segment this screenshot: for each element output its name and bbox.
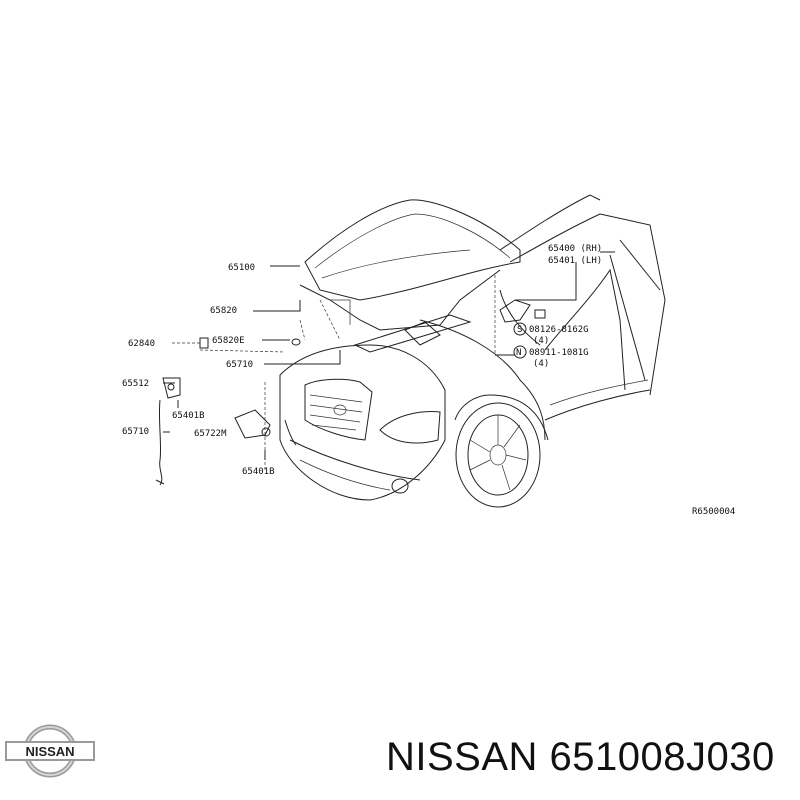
label-nut-qty: (4) bbox=[533, 359, 549, 369]
label-65820e: 65820E bbox=[212, 336, 245, 346]
car-body-drawing bbox=[279, 194, 666, 508]
label-08126: 08126-8162G bbox=[529, 325, 589, 335]
label-screw-qty: (4) bbox=[533, 336, 549, 346]
small-parts bbox=[155, 299, 546, 486]
label-62840: 62840 bbox=[128, 339, 155, 349]
label-65401b-2: 65401B bbox=[242, 467, 275, 477]
label-65401-lh: 65401 (LH) bbox=[548, 256, 602, 266]
product-title-text: NISSAN 651008J030 bbox=[386, 735, 775, 779]
label-65401b-1: 65401B bbox=[172, 411, 205, 421]
product-title: NISSAN 651008J030 bbox=[386, 735, 775, 780]
label-65710-cable: 65710 bbox=[122, 427, 149, 437]
part-labels: 65100 65400 (RH) 65401 (LH) 65820 65820E… bbox=[122, 244, 735, 517]
label-08911: 08911-1081G bbox=[529, 348, 589, 358]
logo-text: NISSAN bbox=[25, 744, 74, 759]
diagram-ref-code: R6500004 bbox=[692, 507, 735, 517]
label-65512: 65512 bbox=[122, 379, 149, 389]
label-n-marker: N bbox=[516, 348, 521, 358]
label-65722m: 65722M bbox=[194, 429, 227, 439]
label-65820: 65820 bbox=[210, 306, 237, 316]
label-65710-lock: 65710 bbox=[226, 360, 253, 370]
label-65100: 65100 bbox=[228, 263, 255, 273]
label-65400-rh: 65400 (RH) bbox=[548, 244, 602, 254]
nissan-logo-icon: NISSAN bbox=[5, 724, 95, 778]
label-s-marker: S bbox=[517, 325, 522, 335]
